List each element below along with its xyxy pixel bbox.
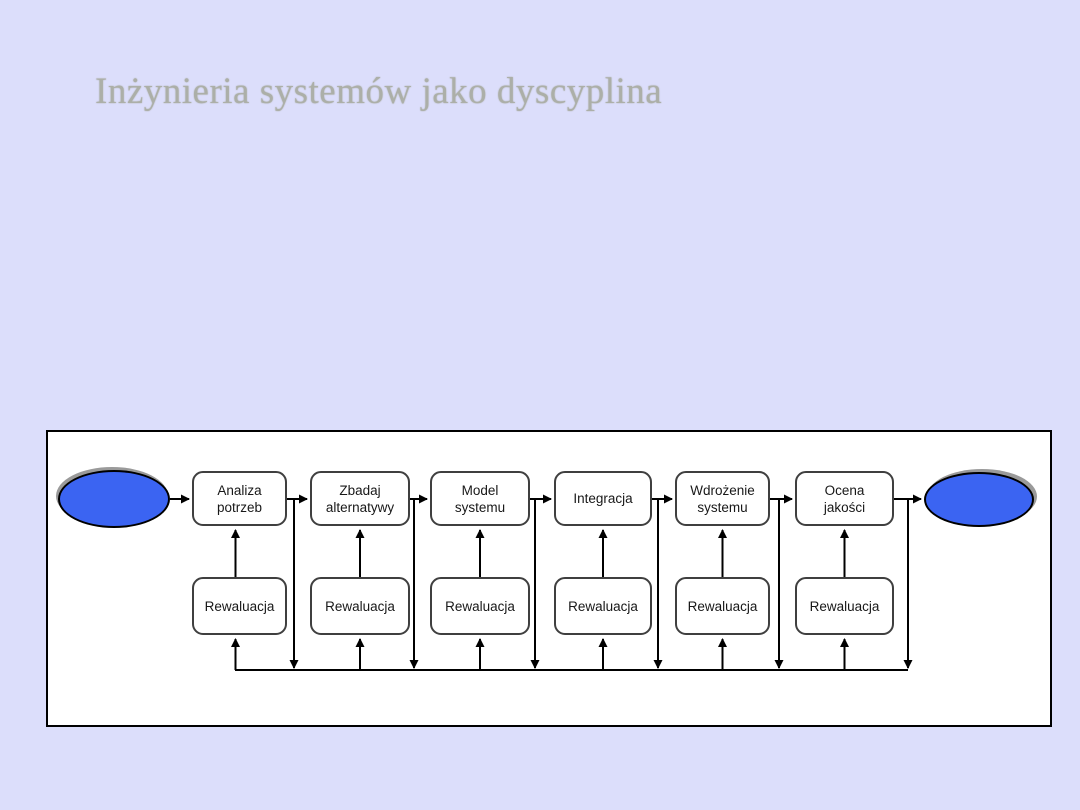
feedback-label: Rewaluacja xyxy=(687,598,758,614)
feedback-label: Rewaluacja xyxy=(445,598,515,614)
feedback-label: Rewaluacja xyxy=(809,598,880,614)
stage-label: Ocena jakości xyxy=(823,482,866,515)
stage-label: Model systemu xyxy=(454,482,506,515)
stage-box-ocena-jakosci: Ocena jakości xyxy=(795,471,894,526)
feedback-box: Rewaluacja xyxy=(675,577,770,635)
diagram-panel: Analiza potrzeb Zbadaj alternatywy Model… xyxy=(46,430,1052,727)
stage-label: Integracja xyxy=(573,491,633,506)
stage-label: Wdrożenie systemu xyxy=(690,482,755,515)
feedback-box: Rewaluacja xyxy=(795,577,894,635)
feedback-box: Rewaluacja xyxy=(430,577,530,635)
feedback-label: Rewaluacja xyxy=(204,598,275,614)
feedback-box: Rewaluacja xyxy=(192,577,287,635)
stage-box-analiza-potrzeb: Analiza potrzeb xyxy=(192,471,287,526)
stage-box-wdrozenie-systemu: Wdrożenie systemu xyxy=(675,471,770,526)
start-terminator-ellipse xyxy=(58,470,170,528)
end-terminator-ellipse xyxy=(924,472,1034,527)
stage-box-integracja: Integracja xyxy=(554,471,652,526)
stage-box-zbadaj-alternatywy: Zbadaj alternatywy xyxy=(310,471,410,526)
flow-connectors xyxy=(170,494,922,671)
stage-label: Zbadaj alternatywy xyxy=(325,482,395,515)
feedback-box: Rewaluacja xyxy=(310,577,410,635)
slide-title: Inżynieria systemów jako dyscyplina xyxy=(95,71,663,112)
feedback-label: Rewaluacja xyxy=(568,598,638,614)
stage-label: Analiza potrzeb xyxy=(216,482,263,515)
stage-box-model-systemu: Model systemu xyxy=(430,471,530,526)
feedback-box: Rewaluacja xyxy=(554,577,652,635)
feedback-label: Rewaluacja xyxy=(325,598,395,614)
